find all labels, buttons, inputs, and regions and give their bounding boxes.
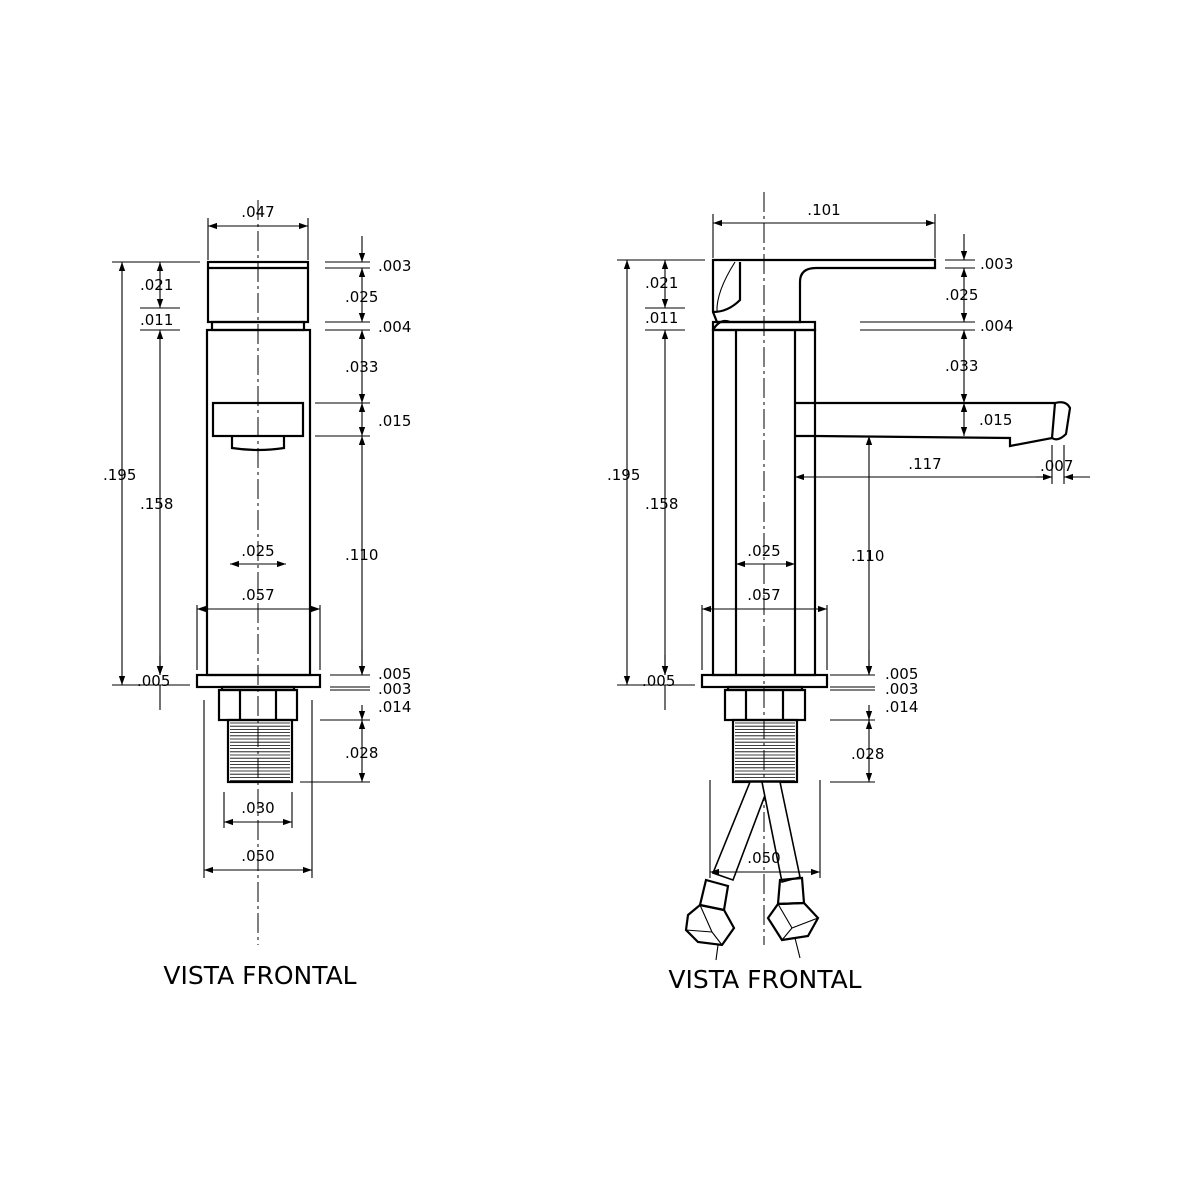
dim-005-left: .005 <box>137 672 170 690</box>
dim-025: .025 <box>945 286 978 304</box>
dim-014: .014 <box>378 698 411 716</box>
dim-195: .195 <box>103 466 136 484</box>
dim-003-right: .003 <box>885 680 918 698</box>
dim-004: .004 <box>378 318 411 336</box>
dim-030: .030 <box>241 799 274 817</box>
dim-110: .110 <box>345 546 378 564</box>
dim-015: .015 <box>378 412 411 430</box>
view-caption: VISTA FRONTAL <box>163 961 356 990</box>
dim-005-right: .005 <box>885 665 918 683</box>
dim-014: .014 <box>885 698 918 716</box>
dim-028: .028 <box>345 744 378 762</box>
dim-005-left: .005 <box>642 672 675 690</box>
dim-021: .021 <box>645 274 678 292</box>
left-view: .047 .003 .025 .004 .033 .015 .110 .005 … <box>103 200 411 990</box>
dim-057: .057 <box>241 586 274 604</box>
dim-195: .195 <box>607 466 640 484</box>
dim-007: .007 <box>1040 457 1073 475</box>
dim-025-inner: .025 <box>747 542 780 560</box>
dim-158: .158 <box>140 495 173 513</box>
dim-025: .025 <box>345 288 378 306</box>
dim-011: .011 <box>140 311 173 329</box>
dim-005-right: .005 <box>378 665 411 683</box>
view-caption: VISTA FRONTAL <box>668 965 861 994</box>
dim-158: .158 <box>645 495 678 513</box>
dim-015: .015 <box>979 411 1012 429</box>
dim-028: .028 <box>851 745 884 763</box>
dim-021: .021 <box>140 276 173 294</box>
right-view: .101 .003 .025 .004 .033 .015 .117 .007 … <box>607 192 1090 994</box>
dim-110: .110 <box>851 547 884 565</box>
dim-033: .033 <box>945 357 978 375</box>
dim-top-width: .047 <box>241 203 274 221</box>
dim-117: .117 <box>908 455 941 473</box>
dim-top-width: .101 <box>807 201 840 219</box>
dim-033: .033 <box>345 358 378 376</box>
dim-025-inner: .025 <box>241 542 274 560</box>
dim-050: .050 <box>747 849 780 867</box>
supply-hoses <box>684 781 820 961</box>
dim-003-top: .003 <box>980 255 1013 273</box>
dim-003-right: .003 <box>378 680 411 698</box>
dim-003-top: .003 <box>378 257 411 275</box>
dim-011: .011 <box>645 309 678 327</box>
dim-057: .057 <box>747 586 780 604</box>
dim-004: .004 <box>980 317 1013 335</box>
dim-050: .050 <box>241 847 274 865</box>
